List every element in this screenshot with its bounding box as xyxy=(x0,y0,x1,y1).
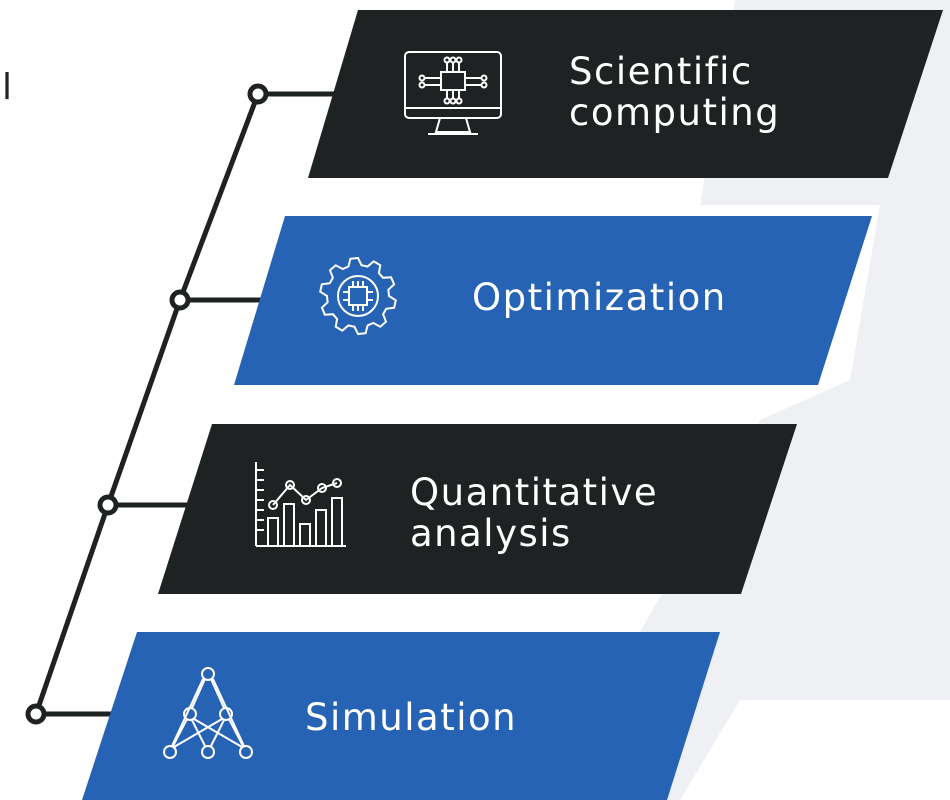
banner-label-optimization: Optimization xyxy=(472,276,727,319)
banner-quantitative-analysis xyxy=(158,424,797,594)
timeline-node xyxy=(247,83,269,105)
timeline-node xyxy=(25,703,47,725)
gear-chip-icon xyxy=(319,256,397,336)
banner-optimization xyxy=(234,216,872,385)
computer-chip-icon xyxy=(404,51,502,135)
banner-label-quantitative-analysis: Quantitative analysis xyxy=(410,471,659,555)
timeline-line xyxy=(33,93,261,715)
banner-simulation xyxy=(82,632,720,800)
banner-label-simulation: Simulation xyxy=(305,696,518,739)
chart-analysis-icon xyxy=(255,462,346,547)
banner-label-scientific-computing: Scientific computing xyxy=(569,50,781,134)
timeline-node xyxy=(97,494,119,516)
clipped-text: l xyxy=(2,67,13,108)
timeline-node xyxy=(169,289,191,311)
neural-network-icon xyxy=(163,667,253,759)
